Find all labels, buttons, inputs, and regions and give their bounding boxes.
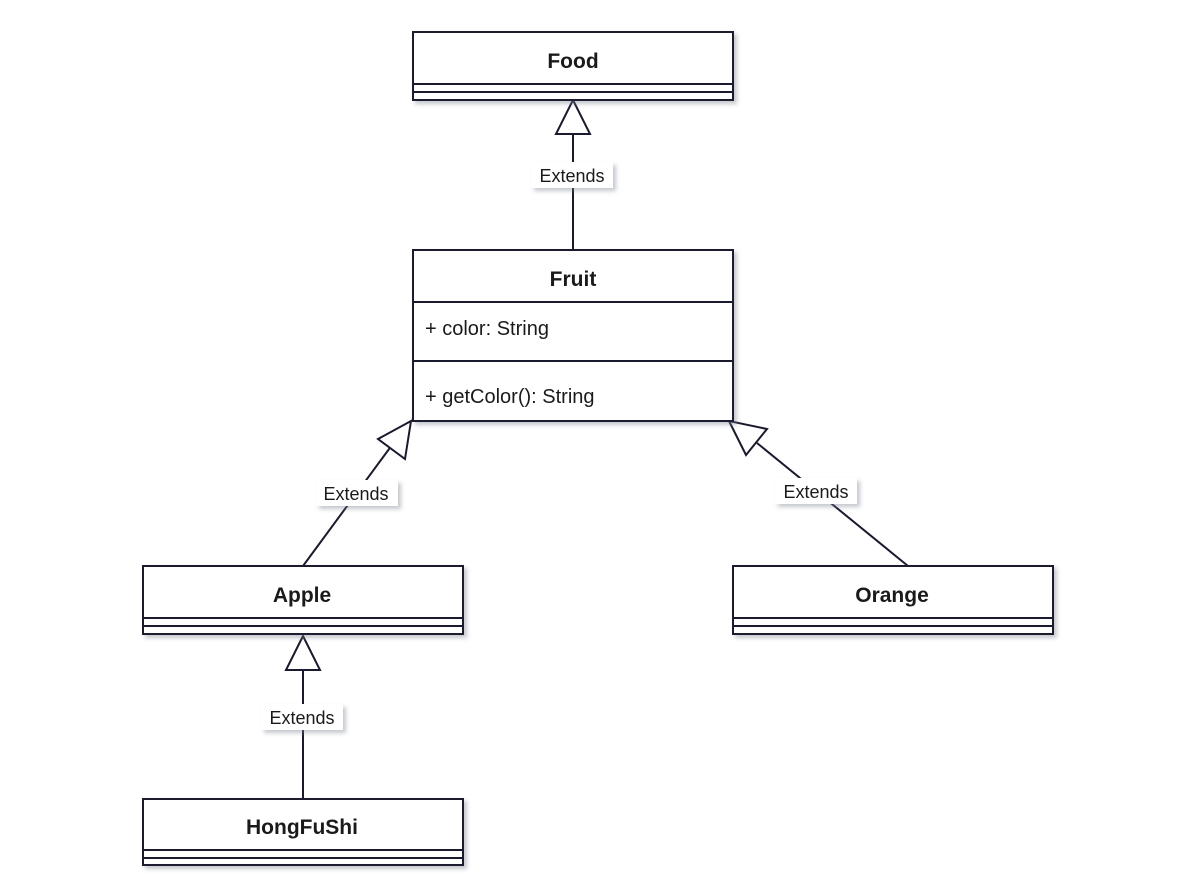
class-food[interactable]: Food	[412, 31, 734, 101]
class-attribute: + color: String	[425, 318, 549, 340]
relation-hongfushi-extends-apple[interactable]: Extends	[261, 633, 343, 799]
generalization-arrowhead-icon	[376, 419, 413, 461]
relation-label: Extends	[323, 484, 388, 504]
class-orange[interactable]: Orange	[732, 565, 1054, 635]
class-apple[interactable]: Apple	[142, 565, 464, 635]
class-name: Apple	[273, 584, 331, 607]
class-fruit[interactable]: Fruit + color: String + getColor(): Stri…	[412, 249, 734, 422]
relation-apple-extends-fruit[interactable]: Extends	[302, 419, 413, 567]
relation-fruit-extends-food[interactable]: Extends	[531, 97, 613, 250]
class-name: Orange	[855, 584, 929, 607]
relation-label: Extends	[539, 166, 604, 186]
generalization-arrowhead-icon	[284, 633, 322, 671]
class-name: Fruit	[550, 268, 597, 291]
class-name: Food	[547, 50, 598, 73]
class-name: HongFuShi	[246, 816, 358, 839]
class-hongfushi[interactable]: HongFuShi	[142, 798, 464, 866]
generalization-arrowhead-icon	[727, 419, 769, 457]
generalization-arrowhead-icon	[554, 97, 592, 135]
relation-label: Extends	[269, 708, 334, 728]
relation-label: Extends	[783, 482, 848, 502]
relation-orange-extends-fruit[interactable]: Extends	[727, 419, 909, 567]
class-method: + getColor(): String	[425, 386, 595, 408]
